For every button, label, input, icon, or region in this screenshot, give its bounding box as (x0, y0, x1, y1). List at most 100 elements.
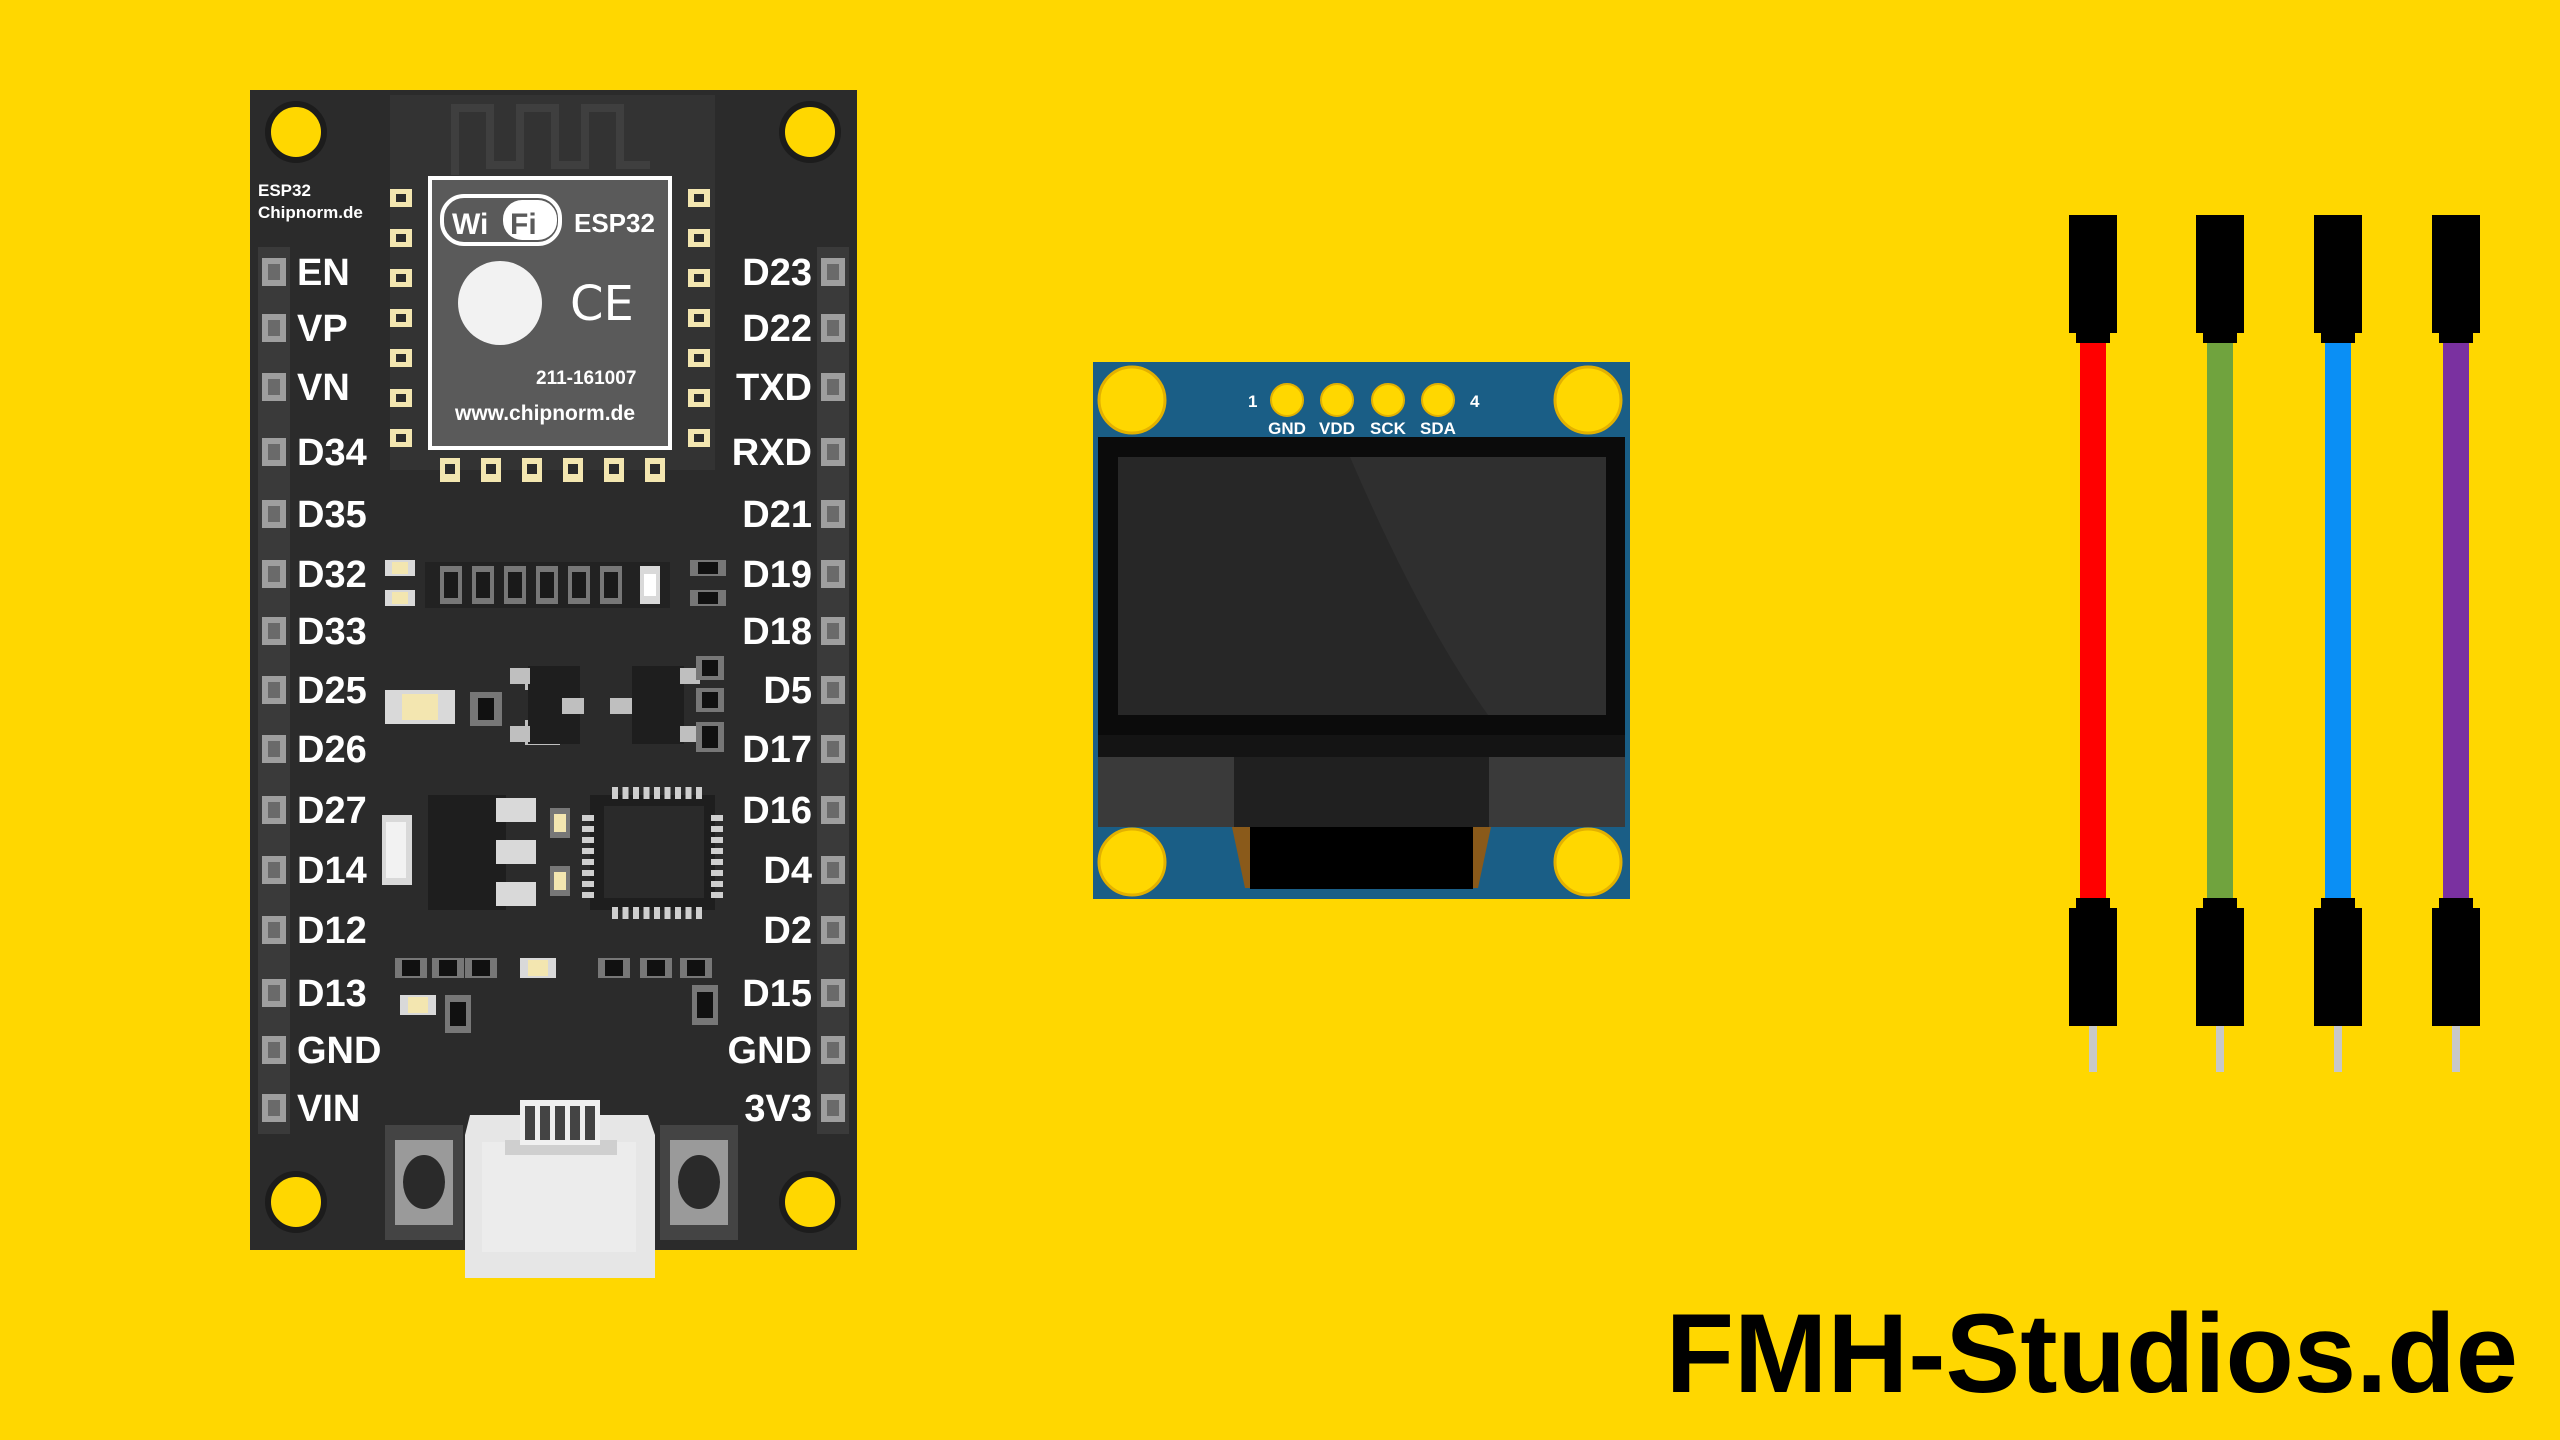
smd-small-parts (395, 958, 718, 1033)
chip-pin (582, 837, 594, 843)
pin-label-left: D26 (297, 729, 367, 771)
pin-label-left: EN (297, 252, 350, 294)
pin-label-right: D21 (742, 494, 812, 536)
jumper-wire-housing-bottom (2432, 908, 2480, 1026)
header-pin-hole (827, 506, 839, 522)
header-pin-hole (827, 320, 839, 336)
chip-pin (622, 787, 629, 799)
chip-pin (612, 907, 618, 919)
oled-ribbon-cable (1250, 827, 1473, 889)
jumper-wire-crimp-bottom (2076, 898, 2110, 910)
jumper-wire-pin (2334, 1020, 2342, 1072)
chip-pin (711, 837, 723, 843)
wifi-logo (440, 194, 562, 246)
module-pad-center (694, 234, 704, 242)
jumper-wire-crimp-bottom (2203, 898, 2237, 910)
header-pin-hole (268, 922, 280, 938)
module-pad-center (396, 274, 406, 282)
oled-glass-lower-right (1489, 757, 1625, 827)
mounting-hole (1553, 827, 1623, 897)
pin-label-left: D13 (297, 973, 367, 1015)
jumper-wire (2196, 215, 2244, 1072)
header-pin-hole (827, 623, 839, 639)
pin-label-left: D32 (297, 554, 367, 596)
jumper-wire-cable (2443, 325, 2469, 915)
module-website: www.chipnorm.de (454, 402, 635, 425)
oled-screen-glare (1350, 457, 1606, 715)
module-pad-center (694, 354, 704, 362)
chip-pin (711, 881, 723, 887)
pin-label-right: D19 (742, 554, 812, 596)
module-pad-center (445, 464, 455, 474)
oled-pin-first-number: 1 (1248, 392, 1257, 411)
chip-pin (664, 787, 671, 799)
antenna-trace (451, 104, 650, 175)
chip-pin (582, 870, 594, 876)
pin-label-left: VP (297, 308, 348, 350)
ce-mark: CE (570, 276, 634, 332)
module-logo-circle (458, 261, 542, 345)
header-pin-hole (268, 862, 280, 878)
jumper-wire-housing-bottom (2069, 908, 2117, 1026)
pin-label-right: 3V3 (744, 1088, 812, 1130)
mounting-hole (265, 101, 327, 163)
jumper-wire-housing-top (2069, 215, 2117, 333)
header-pin-hole (268, 264, 280, 280)
smd-component-row (385, 560, 726, 608)
board-label-line1: ESP32 (258, 181, 311, 200)
pin-label-left: GND (297, 1030, 381, 1072)
pin-label-left: D14 (297, 850, 367, 892)
header-pin-hole (268, 1100, 280, 1116)
pin-label-left: D34 (297, 432, 367, 474)
header-pin-hole (268, 1042, 280, 1058)
mounting-hole (1097, 827, 1167, 897)
oled-pin-label: SDA (1420, 419, 1456, 438)
chip-pin (582, 815, 594, 821)
pin-label-left: D27 (297, 790, 367, 832)
module-pad-center (486, 464, 496, 474)
module-pad-center (396, 354, 406, 362)
module-pad-center (396, 234, 406, 242)
jumper-wire-pin (2216, 1020, 2224, 1072)
module-pad-center (694, 194, 704, 202)
mounting-hole (1553, 365, 1623, 435)
micro-usb-port (465, 1100, 655, 1278)
header-pin-hole (827, 682, 839, 698)
chip-pin (582, 881, 594, 887)
chip-pin (582, 859, 594, 865)
jumper-wire-crimp-bottom (2439, 898, 2473, 910)
pin-label-right: D4 (763, 850, 812, 892)
pin-label-right: RXD (732, 432, 812, 474)
oled-pin-pad (1371, 383, 1405, 417)
wifi-logo-fill (503, 200, 557, 240)
header-pin-hole (827, 566, 839, 582)
chip-pin (582, 848, 594, 854)
header-pin-hole (268, 682, 280, 698)
mounting-hole (779, 101, 841, 163)
chip-pin (696, 907, 702, 919)
module-pad-center (568, 464, 578, 474)
jumper-wire (2069, 215, 2117, 1072)
jumper-wire-crimp-top (2439, 333, 2473, 343)
jumper-wire-pin (2452, 1020, 2460, 1072)
header-pin-hole (827, 1100, 839, 1116)
jumper-wire (2432, 215, 2480, 1072)
module-pad-center (694, 274, 704, 282)
pin-label-right: D18 (742, 611, 812, 653)
module-pad-center (396, 434, 406, 442)
module-pad-center (609, 464, 619, 474)
oled-pin-label: VDD (1319, 419, 1355, 438)
header-pin-hole (268, 506, 280, 522)
module-pad-center (694, 394, 704, 402)
header-pin-hole (827, 922, 839, 938)
pin-label-left: D33 (297, 611, 367, 653)
chip-pin (711, 815, 723, 821)
module-pad-center (694, 434, 704, 442)
pin-label-right: D16 (742, 790, 812, 832)
boot-button (385, 1125, 463, 1240)
header-pin-hole (268, 741, 280, 757)
header-pin-hole (268, 444, 280, 460)
wifi-word1: Wi (452, 208, 488, 241)
chip-pin (685, 907, 692, 919)
